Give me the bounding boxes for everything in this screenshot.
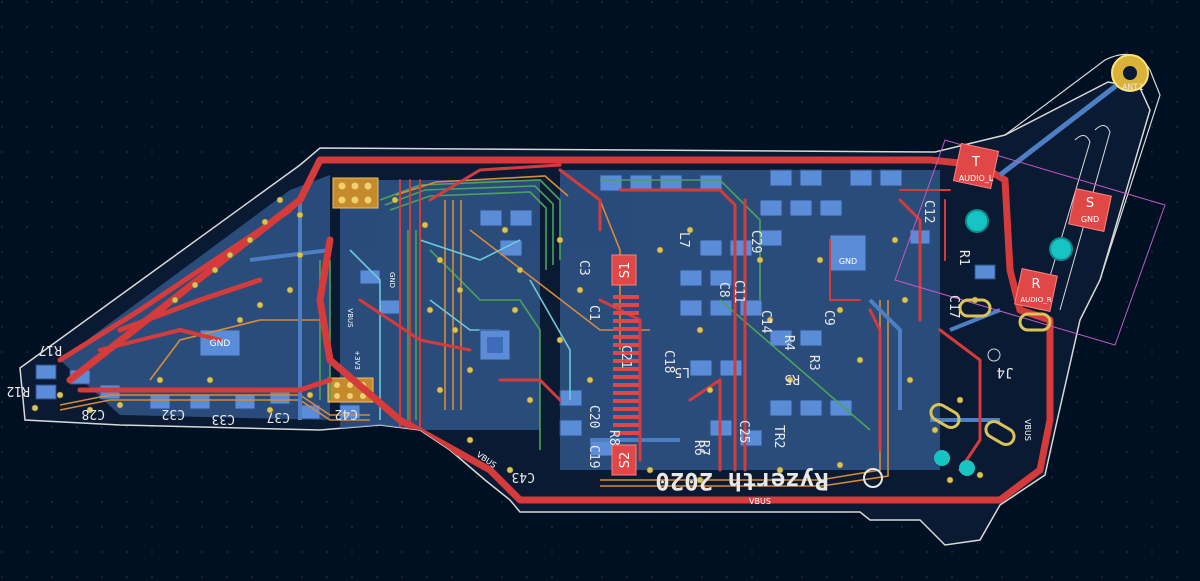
fpc-connector — [613, 295, 639, 435]
back-copper-traces — [249, 200, 1001, 442]
antenna-slot-1 — [1059, 125, 1111, 311]
usb-alignment-hole — [987, 348, 1001, 362]
designator: C29 — [748, 230, 763, 253]
jack-pad-t-net: AUDIO_L — [959, 174, 994, 183]
jack-pad-t-letter: T — [971, 155, 980, 170]
switch-s1-label: S1 — [618, 262, 633, 279]
mounting-hole-1 — [965, 209, 989, 233]
net-vbus-right: VBUS — [1023, 419, 1032, 441]
switch-s2: S2 — [611, 444, 637, 476]
jack-pad-t: T AUDIO_L — [952, 142, 1000, 190]
designator: L7 — [676, 232, 691, 248]
copyright-mark — [863, 468, 883, 488]
mounting-hole-2 — [1049, 237, 1073, 261]
jack-pad-r-net: AUDIO_R — [1020, 296, 1051, 304]
designator: C1 — [586, 305, 601, 321]
designator: R7 — [696, 440, 711, 456]
mounting-hole-4 — [959, 460, 975, 476]
designator-labels: R17 R12 C28 C32 C33 C37 C42 C43 C12 C21 … — [7, 200, 971, 484]
designator: C17 — [946, 295, 961, 318]
designator: C19 — [586, 445, 601, 468]
designator: R5 — [784, 371, 800, 386]
designator: C37 — [267, 409, 290, 424]
designator: C33 — [212, 411, 235, 426]
jack-pad-s-net: GND — [1081, 215, 1099, 224]
designator: R8 — [606, 430, 621, 446]
designator: C32 — [162, 406, 185, 421]
back-copper-pads — [35, 169, 996, 457]
jack-pad-r-letter: R — [1031, 277, 1040, 292]
designator: C3 — [576, 260, 591, 276]
antenna-label: ANT1 — [1122, 83, 1144, 93]
designator: R1 — [956, 250, 971, 266]
jack-pad-r: R AUDIO_R — [1014, 268, 1058, 312]
designator: C28 — [82, 406, 105, 421]
net-3v3: +3V3 — [353, 350, 361, 370]
jack-pad-s: S GND — [1068, 188, 1112, 232]
designator: C21 — [618, 345, 633, 368]
designator: C20 — [586, 405, 601, 428]
designator: C8 — [716, 282, 731, 298]
antenna-slot-2 — [1039, 135, 1091, 311]
designator: C14 — [758, 310, 773, 334]
switch-s2-label: S2 — [618, 452, 633, 469]
designator: R6 — [691, 440, 706, 456]
designator: C25 — [736, 420, 751, 443]
net-gnd-left: GND — [210, 339, 231, 349]
net-gnd-ic: GND — [839, 257, 857, 266]
antenna-feed-trace — [998, 73, 1132, 177]
designator: C11 — [731, 280, 746, 303]
board-title: Ryzerth 2020 — [655, 467, 828, 495]
designator: R3 — [806, 355, 821, 371]
vias — [31, 196, 984, 484]
switch-s1: S1 — [611, 254, 637, 286]
designator: C42 — [335, 406, 358, 421]
designator: TR2 — [771, 425, 786, 448]
qfn-ic-footprint — [479, 329, 511, 361]
net-gnd-mid: GND — [388, 272, 396, 288]
designator: L5 — [674, 364, 690, 379]
designator: R4 — [781, 335, 796, 351]
net-vbus-mid: VBUS — [346, 308, 354, 328]
designator: C18 — [661, 350, 676, 373]
designator: R17 — [39, 342, 62, 357]
mounting-hole-3 — [934, 450, 950, 466]
usb-oval-pads — [929, 298, 1052, 446]
header-connector — [332, 177, 379, 209]
designator: C9 — [821, 310, 836, 326]
designator: R12 — [7, 383, 30, 398]
net-vbus-bottom: VBUS — [749, 497, 771, 506]
designator: C12 — [921, 200, 936, 223]
jack-pad-s-letter: S — [1086, 196, 1094, 211]
jack-courtyard — [894, 139, 1166, 346]
designator: C43 — [512, 469, 535, 484]
antenna-pad: ANT1 — [1111, 54, 1149, 93]
jack-reference: J4 — [997, 364, 1014, 380]
